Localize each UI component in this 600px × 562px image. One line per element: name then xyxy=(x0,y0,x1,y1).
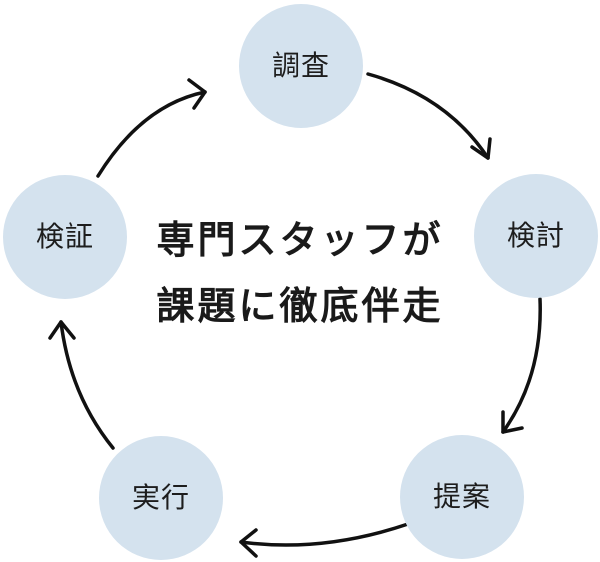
arrow-research-to-review xyxy=(366,72,492,160)
node-label: 実行 xyxy=(131,481,190,514)
center-caption-line-2: 課題に徹底伴走 xyxy=(156,284,444,328)
arrow-head xyxy=(501,410,524,434)
node-proposal: 提案 xyxy=(400,435,524,559)
node-label: 検証 xyxy=(35,220,94,253)
arrow-curve xyxy=(501,297,542,434)
arrow-curve xyxy=(96,90,207,178)
node-verification: 検証 xyxy=(3,175,127,299)
arrow-proposal-to-execution xyxy=(239,522,410,558)
arrow-head xyxy=(187,78,207,110)
arrow-verification-to-research xyxy=(96,78,207,178)
arrow-head xyxy=(239,528,258,558)
arrow-curve xyxy=(239,522,410,547)
arrow-head xyxy=(48,320,76,340)
center-caption: 専門スタッフが 課題に徹底伴走 xyxy=(112,221,488,325)
node-label: 検討 xyxy=(506,219,565,252)
node-execution: 実行 xyxy=(99,436,223,560)
node-label: 提案 xyxy=(432,480,491,513)
node-label: 調査 xyxy=(271,49,330,82)
node-research: 調査 xyxy=(239,4,363,128)
arrow-execution-to-verification xyxy=(48,320,115,450)
center-caption-line-1: 専門スタッフが xyxy=(156,218,444,262)
arrow-review-to-proposal xyxy=(501,297,542,434)
arrow-head xyxy=(470,137,492,160)
node-review: 検討 xyxy=(474,174,598,298)
arrow-curve xyxy=(366,72,490,160)
arrow-curve xyxy=(59,320,115,450)
